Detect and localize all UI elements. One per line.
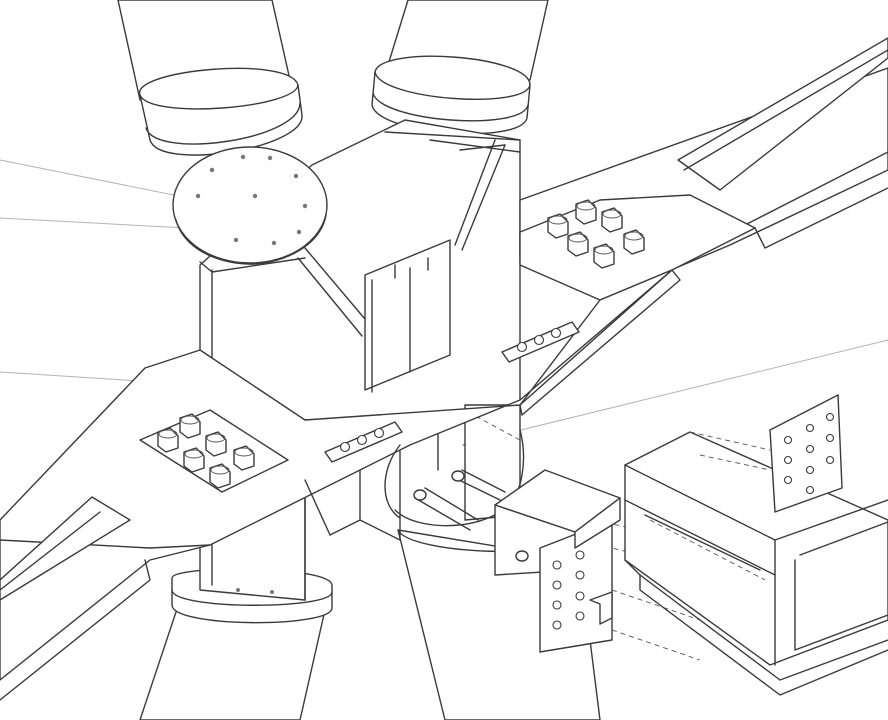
hex-bolt bbox=[567, 231, 589, 257]
end-plate-holes bbox=[195, 154, 308, 246]
shear-tab-plate bbox=[689, 394, 843, 513]
upper-left-diagonal-pipe bbox=[117, 0, 303, 156]
circular-end-plate bbox=[172, 146, 328, 273]
hex-bolt bbox=[183, 447, 205, 473]
hex-bolt bbox=[601, 207, 623, 233]
hex-bolt bbox=[233, 445, 255, 471]
leader-line-2 bbox=[0, 217, 206, 230]
column-base-details bbox=[236, 479, 361, 594]
hex-bolt bbox=[205, 431, 227, 457]
bolt-strip-center bbox=[324, 421, 403, 463]
hex-bolt bbox=[593, 243, 615, 269]
end-plate-with-bolts bbox=[494, 469, 701, 661]
leader-line-4 bbox=[467, 339, 888, 444]
hex-bolt bbox=[209, 463, 231, 489]
hex-bolt bbox=[179, 413, 201, 439]
gusset-plate bbox=[364, 239, 451, 393]
rectangular-tube-beam bbox=[624, 431, 888, 696]
brace-struts bbox=[297, 139, 506, 337]
hex-bolt bbox=[575, 199, 597, 225]
upper-right-diagonal-pipe bbox=[371, 0, 549, 135]
main-flange-plate bbox=[0, 269, 681, 701]
bolt-group-left bbox=[157, 413, 255, 489]
hex-bolt bbox=[547, 213, 569, 239]
bolt-group-right bbox=[547, 199, 645, 269]
hex-bolt bbox=[157, 427, 179, 453]
bolt-strip-right bbox=[501, 321, 580, 363]
hex-bolt bbox=[623, 229, 645, 255]
